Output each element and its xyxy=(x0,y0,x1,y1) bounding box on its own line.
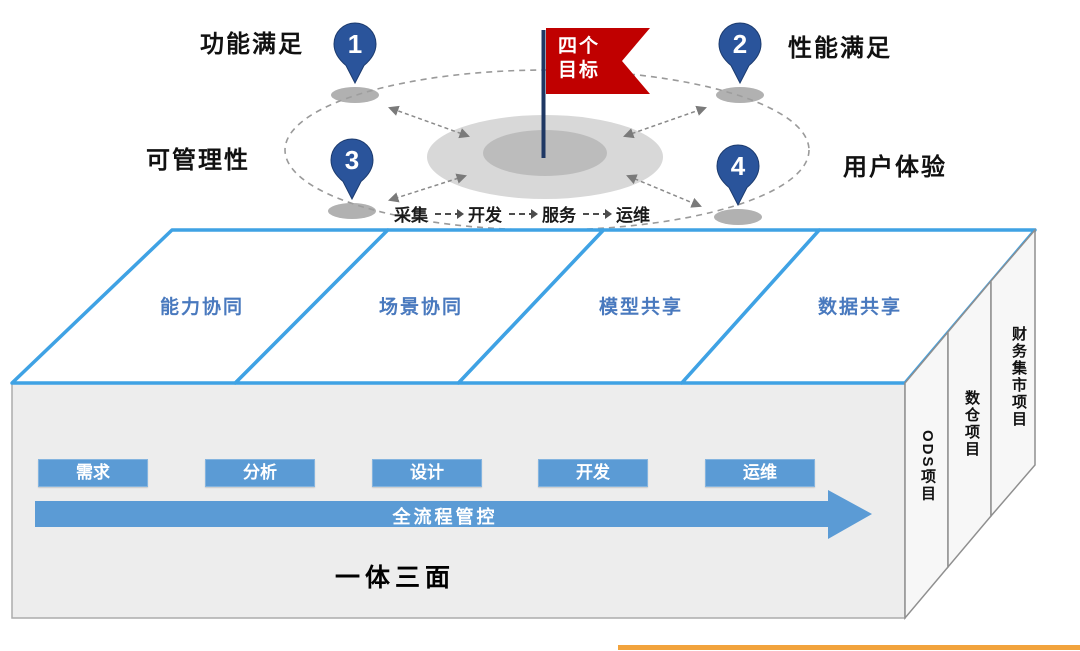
connector-pin3 xyxy=(387,173,468,203)
pin-icon xyxy=(330,138,374,200)
flow-step-collect: 采集 xyxy=(394,206,428,225)
side-project-warehouse: 数仓项目 xyxy=(963,390,980,458)
process-arrow-label: 全流程管控 xyxy=(392,507,498,527)
pin-number: 4 xyxy=(730,151,746,181)
process-flow: 采集 开发 服务 运维 xyxy=(394,201,650,226)
process-arrow xyxy=(35,490,872,539)
pin-number: 1 xyxy=(347,29,363,59)
bottom-accent-bar xyxy=(618,645,1080,650)
stage-button-develop: 开发 xyxy=(538,459,648,487)
flag-line2: 目标 xyxy=(558,60,601,81)
pin-number: 3 xyxy=(344,145,360,175)
flag-label: 四个 目标 xyxy=(558,35,600,83)
pin2-shadow xyxy=(716,87,764,103)
stage-button-design: 设计 xyxy=(372,459,482,487)
panel-label-data: 数据共享 xyxy=(817,297,902,318)
side-project-ods: ODS项目 xyxy=(919,430,936,503)
panel-label-capability: 能力协同 xyxy=(159,297,244,318)
stage-button-requirements: 需求 xyxy=(38,459,148,487)
pin4-shadow xyxy=(714,209,762,225)
panel-label-model: 模型共享 xyxy=(598,297,683,318)
stage-button-operate: 运维 xyxy=(705,459,815,487)
flag-banner xyxy=(546,28,650,94)
diagram-caption: 一体三面 xyxy=(334,564,455,592)
goal-label-manageability: 可管理性 xyxy=(146,147,250,174)
dashed-arrow-icon xyxy=(435,208,464,219)
flow-step-develop: 开发 xyxy=(468,206,502,225)
pin-icon xyxy=(716,144,760,206)
flow-step-operate: 运维 xyxy=(616,206,650,225)
map-pin-1: 1 xyxy=(333,22,377,84)
stage-button-analysis: 分析 xyxy=(205,459,315,487)
side-project-finance: 财务集市项目 xyxy=(1010,326,1027,428)
connector-pin4 xyxy=(626,174,702,208)
pin-icon xyxy=(718,22,762,84)
pin1-shadow xyxy=(331,87,379,103)
connector-pin2 xyxy=(623,105,707,139)
map-pin-3: 3 xyxy=(330,138,374,200)
dashed-arrow-icon xyxy=(509,208,538,219)
pin3-shadow xyxy=(328,203,376,219)
goal-label-performance: 性能满足 xyxy=(788,35,892,62)
pin-icon xyxy=(333,22,377,84)
flag-line1: 四个 xyxy=(558,36,601,57)
dashed-arrow-icon xyxy=(583,208,612,219)
goal-label-function: 功能满足 xyxy=(200,31,304,58)
goal-label-user-experience: 用户体验 xyxy=(843,154,947,181)
flow-step-service: 服务 xyxy=(542,206,576,225)
pin-number: 2 xyxy=(732,29,748,59)
map-pin-4: 4 xyxy=(716,144,760,206)
side-strip-3 xyxy=(990,227,1036,519)
box-front-face xyxy=(11,382,906,619)
map-pin-2: 2 xyxy=(718,22,762,84)
panel-label-scenario: 场景协同 xyxy=(378,297,463,318)
